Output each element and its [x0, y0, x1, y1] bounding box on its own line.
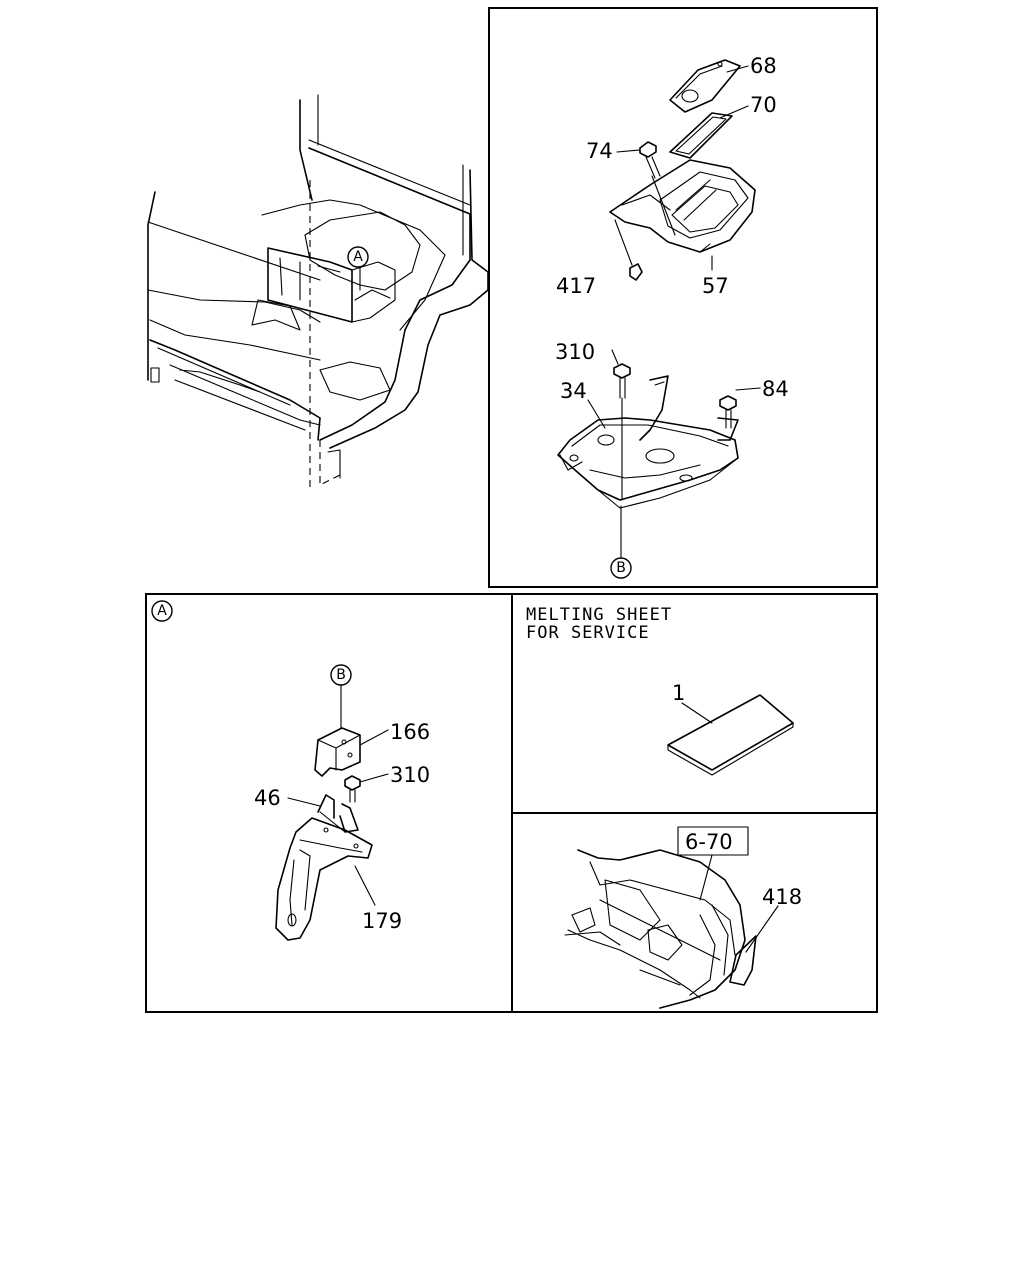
svg-text:A: A: [157, 603, 167, 619]
callout-166: 166: [390, 720, 430, 744]
panel-top-right-frame: [488, 7, 878, 588]
bracket-179-illustration: [275, 817, 373, 941]
svg-text:B: B: [336, 667, 346, 683]
callout-70: 70: [750, 93, 777, 117]
vehicle-floor-illustration: [147, 94, 489, 488]
note-line-1: MELTING SHEET: [526, 605, 672, 625]
callout-68: 68: [750, 54, 777, 78]
cover-68-illustration: [669, 59, 741, 113]
tray-57-illustration: [609, 159, 756, 253]
gasket-70-illustration: [669, 112, 733, 159]
bracket-34-illustration: [557, 375, 739, 509]
callout-310-detail: 310: [390, 763, 430, 787]
bolt-84-illustration: [719, 395, 737, 429]
screw-310-detail-illustration: [344, 775, 361, 803]
svg-text:6-70: 6-70: [685, 830, 733, 854]
marker-b-top: B: [610, 557, 632, 579]
floor-section-illustration: [564, 849, 746, 1009]
marker-a-main: A: [347, 246, 369, 268]
bracket-166-illustration: [314, 727, 361, 777]
bolt-74-illustration: [639, 141, 661, 179]
callout-418: 418: [762, 885, 802, 909]
callout-84: 84: [762, 377, 789, 401]
callout-74: 74: [586, 139, 613, 163]
callout-310-top: 310: [555, 340, 595, 364]
bolt-310-top-illustration: [613, 363, 631, 399]
ref-box-6-70: 6-70: [677, 826, 749, 856]
callout-179: 179: [362, 909, 402, 933]
bracket-46-illustration: [317, 794, 359, 833]
note-line-2: FOR SERVICE: [526, 623, 650, 643]
marker-a-detail: A: [151, 600, 173, 622]
melting-sheet-1-illustration: [667, 694, 794, 776]
callout-1: 1: [672, 681, 685, 705]
svg-text:B: B: [616, 560, 626, 576]
callout-46: 46: [254, 786, 281, 810]
part-418-illustration: [729, 935, 757, 986]
callout-34: 34: [560, 379, 587, 403]
marker-b-detail: B: [330, 664, 352, 686]
svg-text:A: A: [353, 249, 363, 265]
callout-417: 417: [556, 274, 596, 298]
callout-57: 57: [702, 274, 729, 298]
bolt-417-illustration: [629, 263, 643, 281]
